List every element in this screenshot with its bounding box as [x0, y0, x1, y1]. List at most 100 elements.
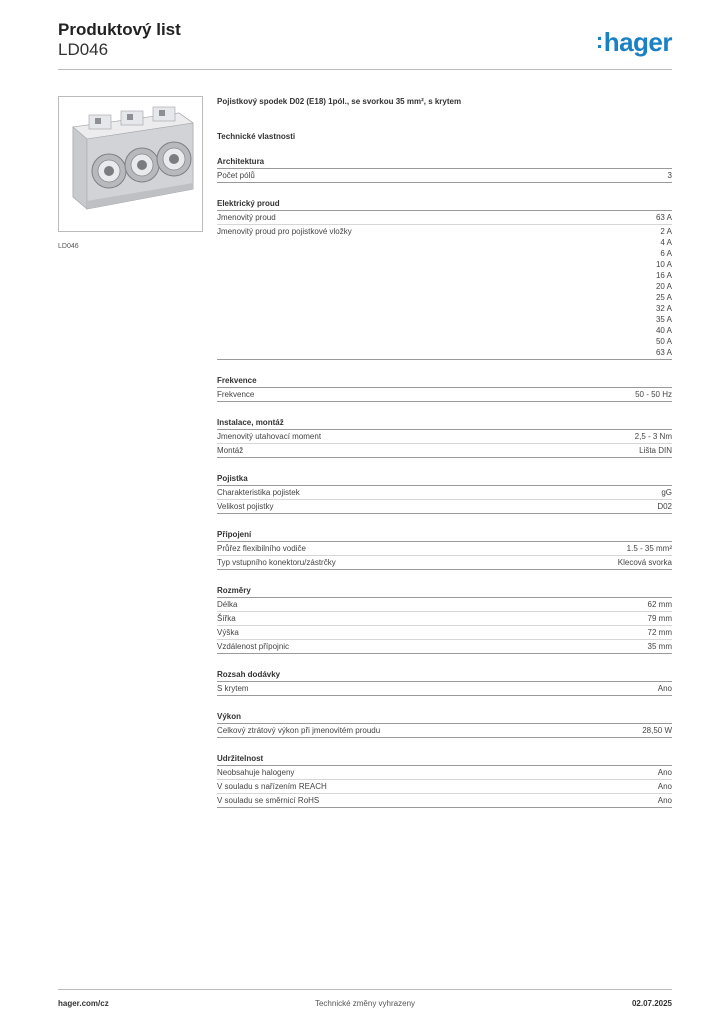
spec-value: 2,5 - 3 Nm	[635, 431, 672, 442]
spec-row: Typ vstupního konektoru/zástrčky Klecová …	[217, 556, 672, 570]
spec-value: 62 mm	[648, 599, 672, 610]
spec-value-item: 32 A	[655, 304, 672, 313]
spec-value-item: 2,5 - 3 Nm	[634, 432, 672, 441]
spec-label: Jmenovitý utahovací moment	[217, 432, 322, 441]
hager-logo: :hager	[595, 27, 673, 57]
spec-label: Průřez flexibilního vodiče	[217, 544, 306, 553]
spec-value-item: Klecová svorka	[617, 558, 672, 567]
spec-value-item: Lišta DIN	[639, 446, 672, 455]
logo-text: hager	[603, 27, 673, 57]
spec-value-item: 25 A	[655, 293, 672, 302]
footer-disclaimer: Technické změny vyhrazeny	[314, 999, 416, 1008]
spec-value: 35 mm	[648, 641, 672, 652]
section-title: Frekvence	[217, 375, 672, 388]
product-image	[58, 96, 203, 232]
spec-value-item: 16 A	[655, 271, 672, 280]
spec-label: Neobsahuje halogeny	[217, 768, 295, 777]
spec-value-item: 72 mm	[647, 628, 672, 637]
spec-label: Počet pólů	[217, 171, 255, 180]
section-title: Pojistka	[217, 473, 672, 486]
spec-row: V souladu s nařízením REACH Ano	[217, 780, 672, 794]
spec-value: 63 A	[656, 212, 672, 223]
spec-value-item: 50 A	[655, 337, 672, 346]
spec-label: Charakteristika pojistek	[217, 488, 300, 497]
spec-value: Ano	[658, 795, 672, 806]
spec-label: Jmenovitý proud pro pojistkové vložky	[217, 227, 352, 236]
spec-row: Neobsahuje halogeny Ano	[217, 766, 672, 780]
spec-label: Výška	[217, 628, 239, 637]
spec-label: Montáž	[217, 446, 244, 455]
spec-label: Typ vstupního konektoru/zástrčky	[217, 558, 336, 567]
product-description: Pojistkový spodek D02 (E18) 1pól., se sv…	[217, 97, 462, 106]
section-title: Elektrický proud	[217, 198, 672, 211]
spec-value: gG	[661, 487, 672, 498]
spec-row: Montáž Lišta DIN	[217, 444, 672, 458]
header-divider	[58, 69, 672, 70]
product-code: LD046	[58, 40, 109, 59]
spec-value-item: D02	[657, 502, 672, 511]
spec-label: Vzdálenost přípojnic	[217, 642, 290, 651]
spec-row: Průřez flexibilního vodiče 1.5 - 35 mm²	[217, 542, 672, 556]
spec-row: Jmenovitý utahovací moment 2,5 - 3 Nm	[217, 430, 672, 444]
spec-value-item: 10 A	[655, 260, 672, 269]
spec-value-item: 1.5 - 35 mm²	[626, 544, 672, 553]
image-caption: LD046	[58, 243, 79, 250]
spec-value-item: 6 A	[660, 249, 672, 258]
spec-value-item: 50 - 50 Hz	[635, 390, 672, 399]
spec-value-item: 63 A	[655, 213, 672, 222]
spec-value-item: 35 mm	[647, 642, 672, 651]
spec-value-item: Ano	[657, 782, 672, 791]
technical-content: Pojistkový spodek D02 (E18) 1pól., se sv…	[217, 96, 672, 808]
fuse-base-illustration	[59, 97, 202, 231]
spec-value-item: 2 A	[660, 227, 672, 236]
section-title: Výkon	[217, 711, 672, 724]
section-title: Instalace, montáž	[217, 417, 672, 430]
technical-properties-title: Technické vlastnosti	[217, 132, 296, 141]
spec-row: Charakteristika pojistek gG	[217, 486, 672, 500]
spec-value-item: 20 A	[655, 282, 672, 291]
spec-value-item: 35 A	[655, 315, 672, 324]
footer-date: 02.07.2025	[631, 999, 672, 1008]
footer: hager.com/cz Technické změny vyhrazeny 0…	[58, 990, 672, 1010]
spec-row: Vzdálenost přípojnic 35 mm	[217, 640, 672, 654]
footer-website[interactable]: hager.com/cz	[58, 999, 109, 1008]
spec-value: Ano	[658, 767, 672, 778]
spec-value-item: 62 mm	[647, 600, 672, 609]
spec-value-item: 4 A	[660, 238, 672, 247]
spec-row: Frekvence 50 - 50 Hz	[217, 388, 672, 402]
section-title: Architektura	[217, 156, 672, 169]
spec-value: 79 mm	[648, 613, 672, 624]
section-title: Udržitelnost	[217, 753, 672, 766]
spec-label: Frekvence	[217, 390, 255, 399]
spec-value: D02	[657, 501, 672, 512]
spec-value-item: 40 A	[655, 326, 672, 335]
section-title: Připojení	[217, 529, 672, 542]
spec-value-item: Ano	[657, 796, 672, 805]
spec-value: 50 - 50 Hz	[635, 389, 672, 400]
spec-label: Celkový ztrátový výkon při jmenovitém pr…	[217, 726, 381, 735]
spec-value: Ano	[658, 683, 672, 694]
section-title: Rozsah dodávky	[217, 669, 672, 682]
spec-row: Jmenovitý proud pro pojistkové vložky 2 A…	[217, 225, 672, 360]
spec-value-item: 63 A	[655, 348, 672, 357]
spec-value: Klecová svorka	[618, 557, 672, 568]
spec-label: V souladu s nařízením REACH	[217, 782, 327, 791]
spec-value: Ano	[658, 781, 672, 792]
page-title: Produktový list	[58, 20, 181, 39]
spec-value-item: Ano	[657, 684, 672, 693]
spec-value-item: gG	[661, 488, 672, 497]
spec-value: 2 A 4 A 6 A 10 A 16 A 20 A 25 A 32 A 35 A 40 A 50 …	[656, 226, 672, 358]
spec-label: Velikost pojistky	[217, 502, 274, 511]
